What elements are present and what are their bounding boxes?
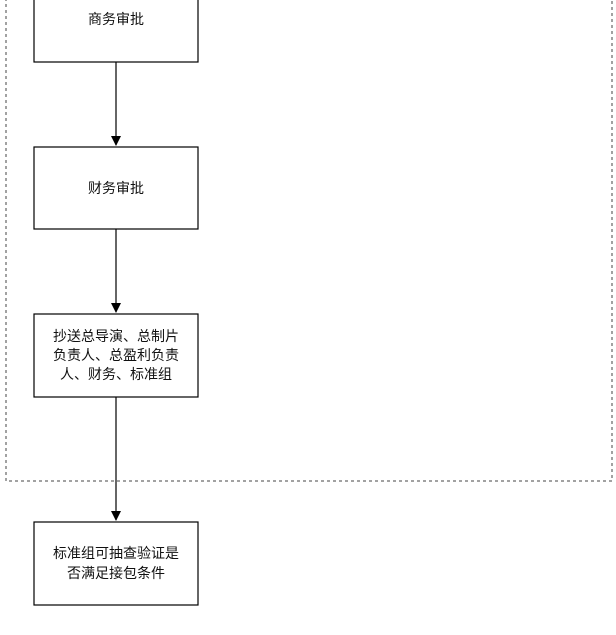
node-cc-label-line-2: 负责人、总盈利负责 <box>53 348 179 364</box>
node-cc-notify[interactable]: 抄送总导演、总制片 负责人、总盈利负责 人、财务、标准组 <box>33 313 199 398</box>
node-finance-label-line-1: 财务审批 <box>88 181 144 197</box>
node-spot-check-label-line-1: 标准组可抽查验证是 <box>53 546 179 562</box>
approval-group-container <box>5 0 613 482</box>
node-commerce-label-line-1: 商务审批 <box>88 12 144 28</box>
node-finance-approval[interactable]: 财务审批 <box>33 146 199 230</box>
node-spot-check-label-line-2: 否满足接包条件 <box>67 565 165 582</box>
node-standard-group-spot-check[interactable]: 标准组可抽查验证是 否满足接包条件 <box>33 521 199 606</box>
node-cc-label-line-1: 抄送总导演、总制片 <box>53 329 179 345</box>
node-commerce-approval[interactable]: 商务审批 <box>33 0 199 63</box>
node-cc-label-line-3: 人、财务、标准组 <box>60 367 172 383</box>
